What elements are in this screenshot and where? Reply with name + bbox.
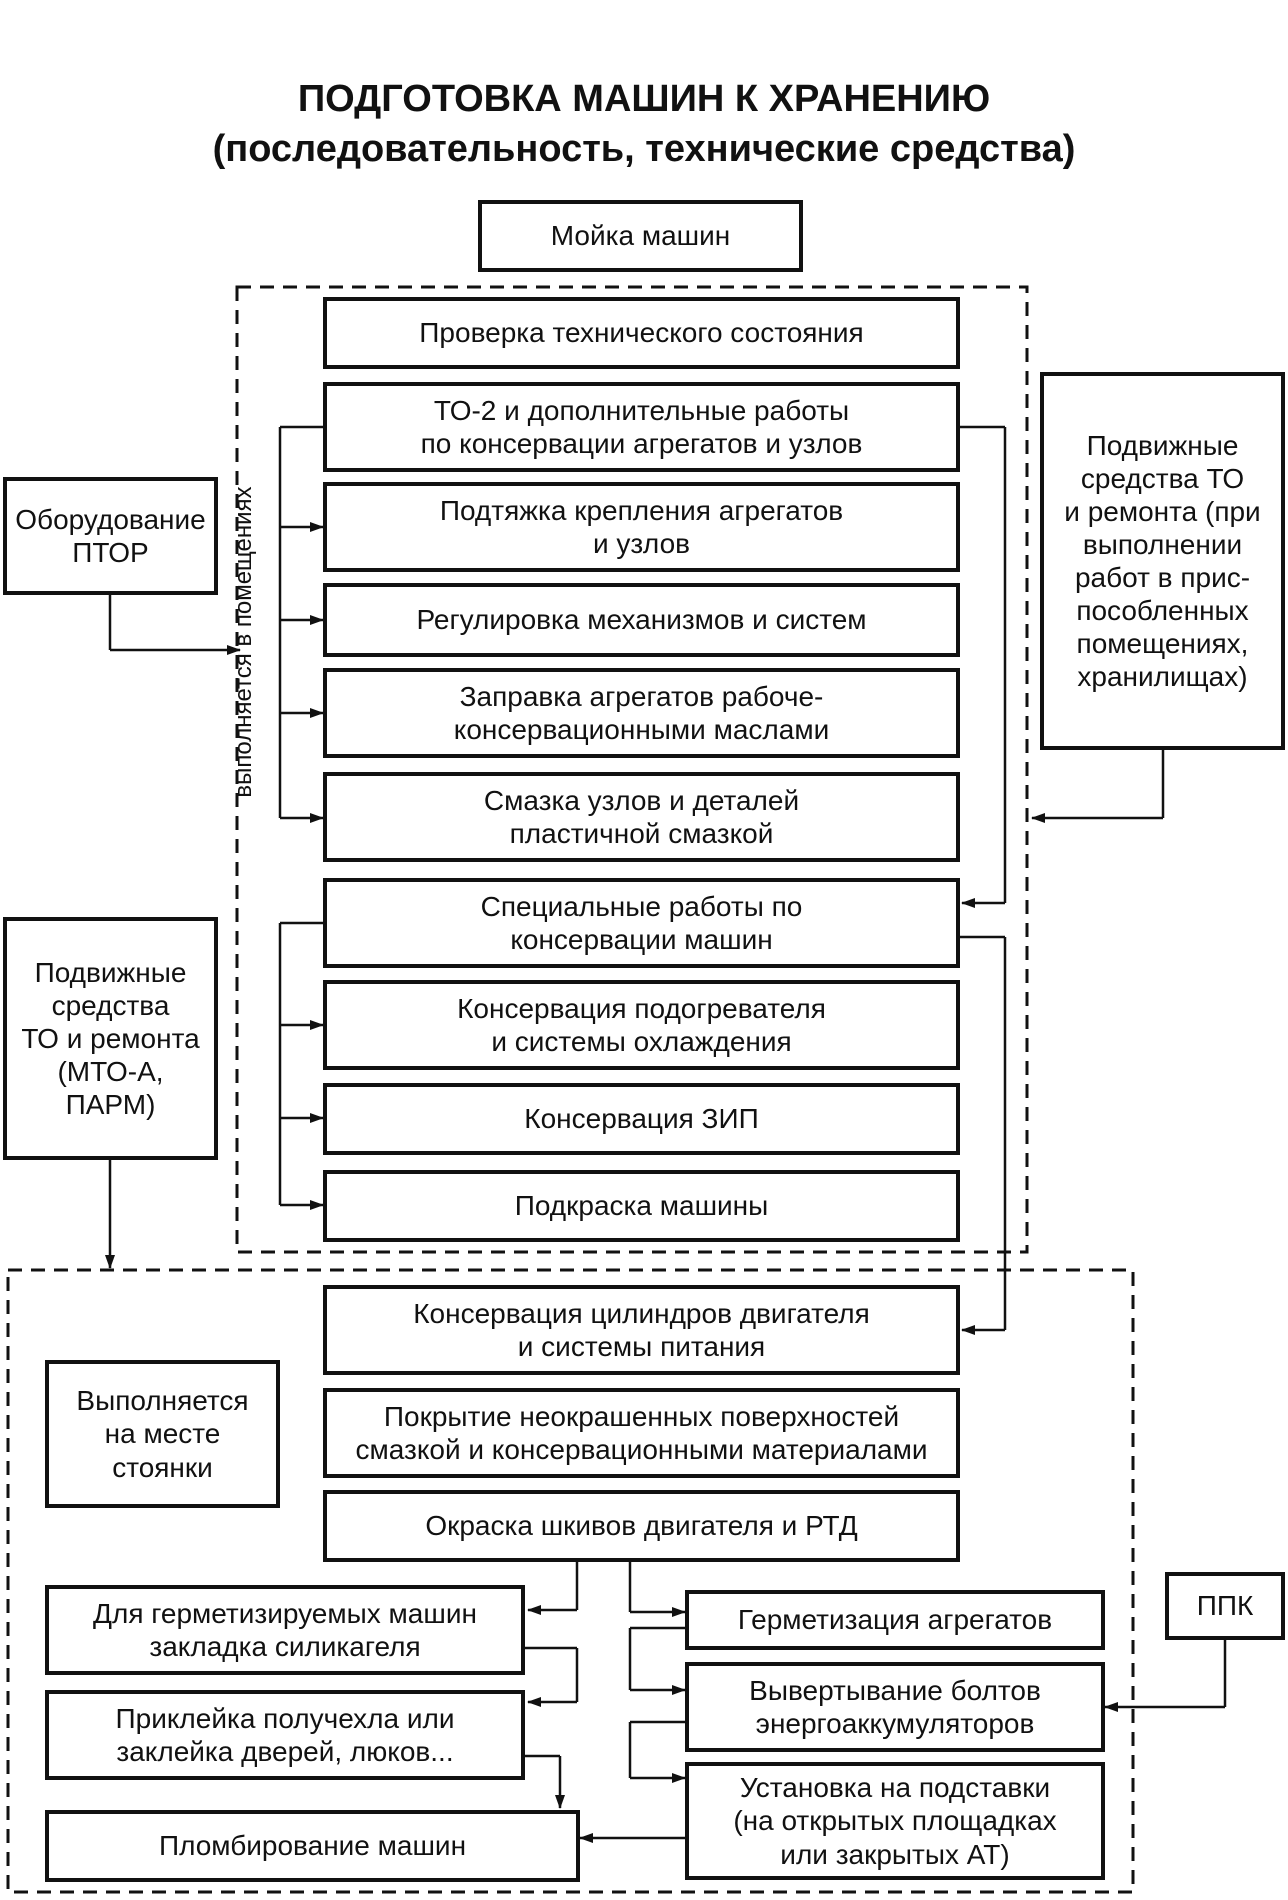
- node-repainting: Подкраска машины: [323, 1170, 960, 1242]
- node-stands-installation: Установка на подставки(на открытых площа…: [685, 1762, 1105, 1880]
- ppk-box: ППК: [1165, 1572, 1285, 1640]
- node-tech-check: Проверка технического состояния: [323, 297, 960, 369]
- diagram-title: ПОДГОТОВКА МАШИН К ХРАНЕНИЮ: [297, 78, 991, 120]
- node-washing: Мойка машин: [478, 200, 803, 272]
- mobile-means-left: Подвижные средства ТО и ремонта (МТО-А, …: [3, 917, 218, 1160]
- node-vehicle-sealing: Пломбирование машин: [45, 1810, 580, 1882]
- onsite-region: [6, 1268, 1135, 1894]
- node-adjustment: Регулировка механизмов и систем: [323, 583, 960, 657]
- node-hermetization: Герметизация агрегатов: [685, 1590, 1105, 1650]
- node-zip-conservation: Консервация ЗИП: [323, 1083, 960, 1155]
- indoor-vertical-label: выполняется в помещениях: [230, 486, 257, 798]
- indoor-region: [235, 285, 1029, 1254]
- mobile-means-right: Подвижные средства ТО и ремонта (при вып…: [1040, 372, 1285, 750]
- node-pulley-painting: Окраска шкивов двигателя и РТД: [323, 1490, 960, 1562]
- onsite-note: Выполняется на месте стоянки: [45, 1360, 280, 1508]
- diagram-subtitle: (последовательность, технические средств…: [212, 128, 1076, 170]
- node-oil-filling: Заправка агрегатов рабоче-консервационны…: [323, 668, 960, 758]
